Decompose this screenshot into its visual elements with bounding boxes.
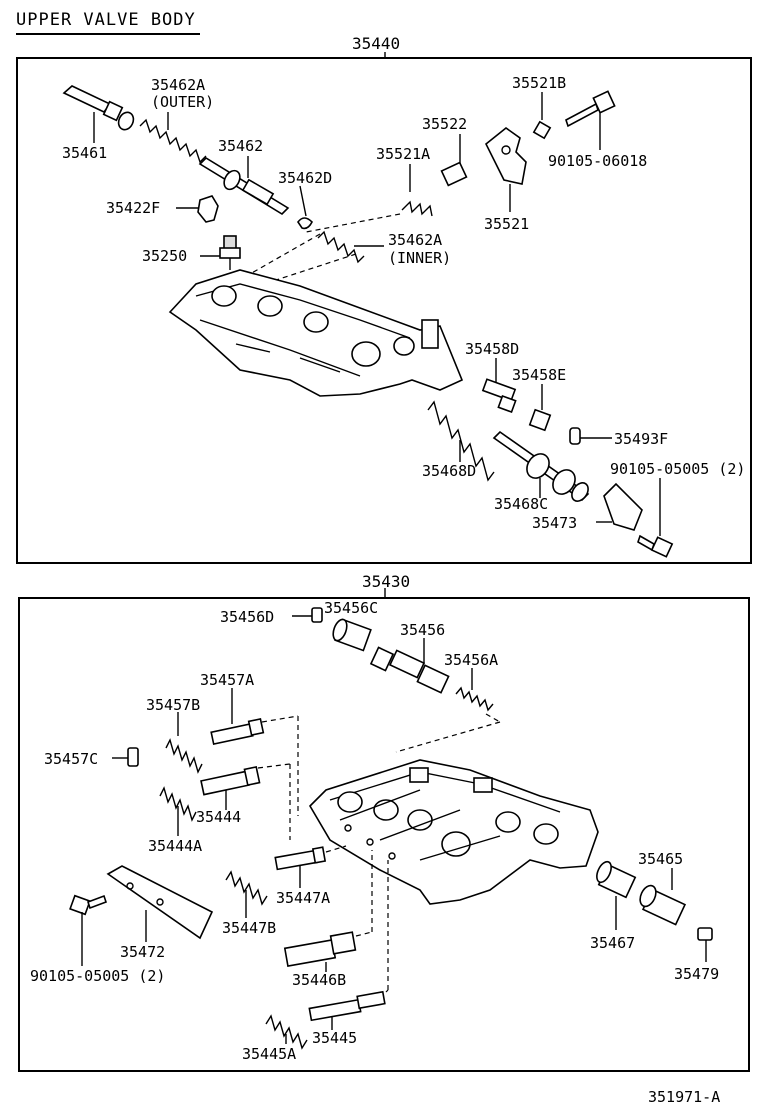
part-35457C-pin — [112, 747, 139, 767]
part-35447A-valve — [274, 845, 347, 888]
label-35250: 35250 — [142, 247, 188, 265]
label-35456D: 35456D — [220, 608, 275, 626]
part-35446B-valve — [283, 850, 373, 972]
label-35473: 35473 — [532, 514, 578, 532]
assembly-frame-top — [16, 57, 752, 564]
label-35479: 35479 — [674, 965, 720, 983]
label-35462A-inner: 35462A — [388, 231, 443, 249]
part-35479-pin — [697, 927, 713, 962]
label-90105-05005-top: 90105-05005 (2) — [610, 460, 746, 478]
part-35458E-plug — [528, 384, 552, 432]
label-35472: 35472 — [120, 943, 166, 961]
part-35456-valve — [369, 638, 450, 694]
label-90105-05005-bottom: 90105-05005 (2) — [30, 967, 166, 985]
part-35457A-valve — [210, 688, 299, 816]
label-35457C: 35457C — [44, 750, 99, 768]
label-35446B: 35446B — [292, 971, 347, 989]
part-35462A-outer-spring — [139, 112, 207, 164]
part-35444A-spring — [159, 786, 197, 836]
part-35456D-pin — [292, 607, 323, 623]
label-35521: 35521 — [484, 215, 530, 233]
label-35457B: 35457B — [146, 696, 201, 714]
part-35468C-valve — [492, 430, 590, 502]
part-90105-05005-bolt-top — [637, 478, 674, 558]
part-90105-05005-bolt-bottom — [69, 894, 108, 966]
label-35521A: 35521A — [376, 145, 431, 163]
label-35447B: 35447B — [222, 919, 277, 937]
label-35457A: 35457A — [200, 671, 255, 689]
label-35467: 35467 — [590, 934, 636, 952]
label-35445: 35445 — [312, 1029, 358, 1047]
label-35456A: 35456A — [444, 651, 499, 669]
part-35430-valve-body — [308, 759, 599, 905]
label-35462A-outer: 35462A — [151, 76, 206, 94]
part-90105-06018-bolt — [565, 90, 616, 150]
part-35250-plug — [200, 235, 241, 270]
label-35422F: 35422F — [106, 199, 161, 217]
title-underline — [16, 33, 200, 35]
label-35468D: 35468D — [422, 462, 477, 480]
part-35456A-spring — [395, 668, 501, 753]
label-35521B: 35521B — [512, 74, 567, 92]
assembly-number-top: 35440 — [352, 34, 401, 53]
label-35468C: 35468C — [494, 495, 549, 513]
label-90105-06018: 90105-06018 — [548, 152, 648, 170]
part-35444-valve — [200, 763, 291, 840]
part-35522-plug — [440, 134, 468, 187]
part-35462A-inner-spring — [249, 230, 384, 283]
part-35521B-nut — [532, 92, 552, 140]
label-inner: (INNER) — [388, 249, 452, 267]
part-35445-valve — [308, 860, 389, 1030]
part-35468D-spring — [427, 400, 495, 482]
part-35440-valve-body — [168, 269, 464, 397]
label-35447A: 35447A — [276, 889, 331, 907]
label-35445A: 35445A — [242, 1045, 297, 1063]
assembly-number-bottom: 35430 — [362, 572, 411, 591]
part-35473-cover-plate — [596, 482, 643, 531]
part-35465-plug — [639, 868, 687, 926]
part-35456C-sleeve — [332, 618, 372, 652]
part-35462-valve — [198, 156, 290, 216]
label-35465: 35465 — [638, 850, 684, 868]
label-35444: 35444 — [196, 808, 242, 826]
label-35493F: 35493F — [614, 430, 669, 448]
part-35462D-clip — [297, 217, 313, 230]
assembly-frame-bottom — [18, 597, 750, 1072]
footer-code: 351971-A — [648, 1088, 721, 1106]
label-35462: 35462 — [218, 137, 264, 155]
part-35457B-spring — [165, 712, 203, 774]
diagram-title: UPPER VALVE BODY — [16, 10, 196, 30]
part-35461-valve — [62, 85, 135, 143]
label-35444A: 35444A — [148, 837, 203, 855]
part-35493F-pin — [569, 427, 612, 445]
label-35458D: 35458D — [465, 340, 520, 358]
part-35521-plate — [484, 126, 527, 212]
label-35456C: 35456C — [324, 599, 379, 617]
part-35472-plate — [106, 865, 214, 942]
label-35458E: 35458E — [512, 366, 567, 384]
part-35458D-valve — [481, 358, 517, 414]
label-35461: 35461 — [62, 144, 108, 162]
part-35521A-spring — [305, 164, 433, 233]
label-outer: (OUTER) — [151, 93, 215, 111]
part-35445A-spring — [265, 1014, 308, 1050]
label-35522: 35522 — [422, 115, 468, 133]
label-35462D: 35462D — [278, 169, 333, 187]
part-35467-sleeve — [596, 860, 637, 930]
part-35447B-spring — [225, 870, 268, 918]
label-35456: 35456 — [400, 621, 446, 639]
part-35422F-bracket — [176, 195, 219, 223]
